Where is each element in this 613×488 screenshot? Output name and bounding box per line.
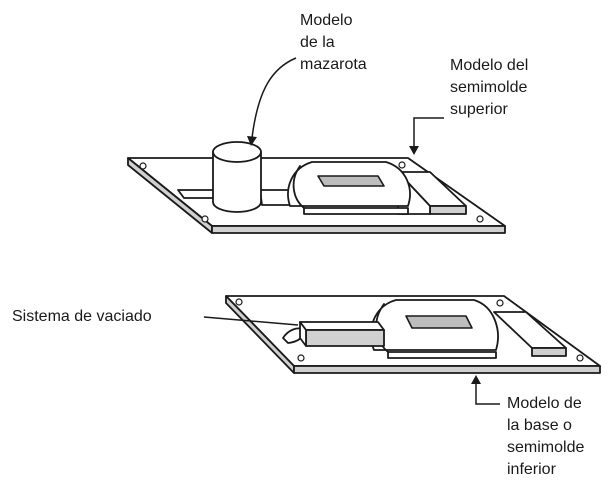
riser-leader [251, 57, 297, 139]
cope-pattern-plate [127, 141, 506, 234]
drag-label-line-4: inferior [507, 461, 556, 478]
cope-label-line-1: Modelo del [450, 57, 529, 74]
plate-hole [398, 161, 406, 169]
plate-hole [235, 298, 243, 306]
cope-pattern-label: Modelo del semimolde superior [450, 55, 528, 121]
plate-hole [476, 215, 484, 223]
drag-label-line-3: semimolde [507, 439, 585, 456]
riser-pattern [212, 141, 262, 213]
gating-system-label: Sistema de vaciado [12, 306, 152, 328]
riser-label-line-3: mazarota [300, 56, 367, 73]
riser-pattern-label: Modelo de la mazarota [300, 10, 367, 76]
gating-leader [203, 316, 299, 326]
drag-pattern-label: Modelo de la base o semimolde inferior [507, 393, 584, 481]
riser-label-line-1: Modelo [300, 12, 353, 29]
gating-label-line-1: Sistema de vaciado [12, 308, 152, 325]
plate-hole [576, 354, 584, 362]
plate-hole [139, 162, 147, 170]
plate-hole [297, 354, 305, 362]
drag-label-line-2: la base o [507, 417, 572, 434]
riser-label-line-2: de la [300, 34, 335, 51]
drag-pattern-plate [225, 295, 601, 374]
cope-leader [413, 117, 444, 148]
cope-label-line-3: superior [450, 101, 508, 118]
cope-label-line-2: semimolde [450, 79, 528, 96]
plate-hole [496, 299, 504, 307]
gating-runner [299, 321, 385, 347]
plate-hole [201, 215, 209, 223]
drag-label-line-1: Modelo de [507, 395, 582, 412]
drag-leader [475, 382, 500, 405]
